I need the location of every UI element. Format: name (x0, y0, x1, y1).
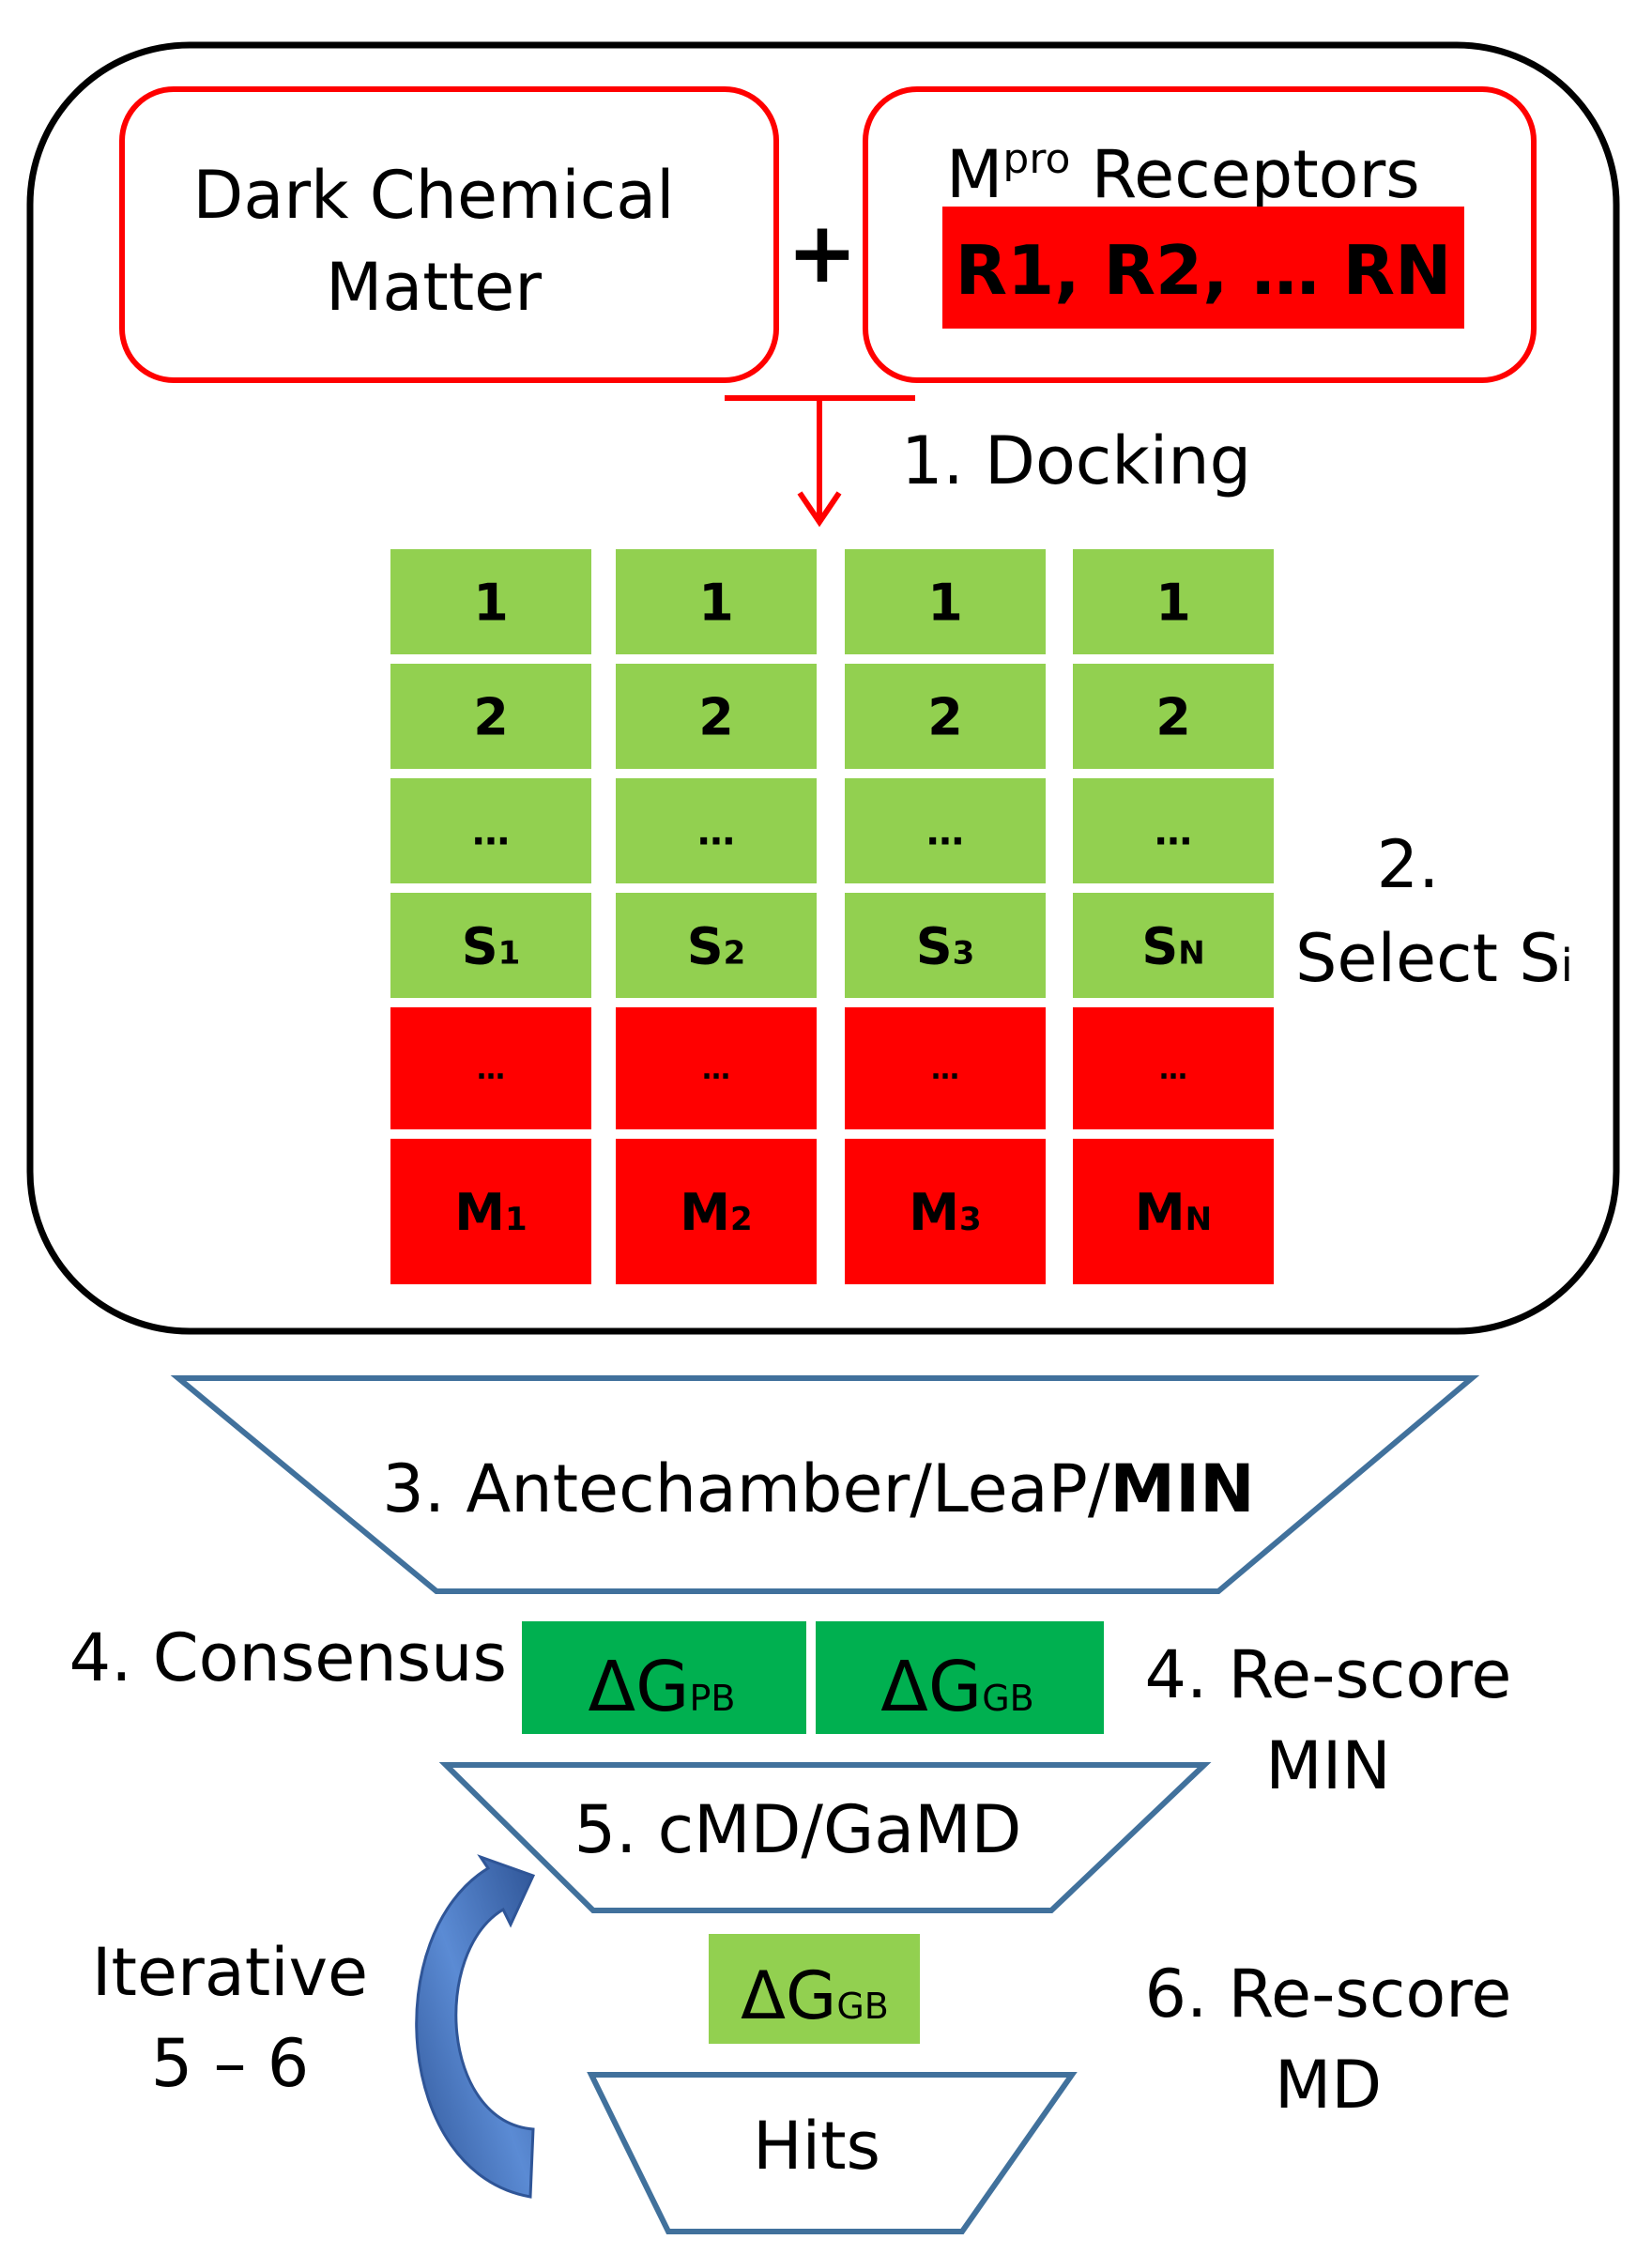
grid-col4-cell-ellipsis-bottom: … (1159, 1053, 1187, 1086)
grid-col2-cell-rank2: 2 (698, 687, 734, 746)
step1-label: 1. Docking (901, 422, 1251, 499)
grid-col4-cell-rank2: 2 (1155, 687, 1191, 746)
step5-label: 5. cMD/GaMD (574, 1791, 1022, 1868)
iterative-arrow (415, 1854, 536, 2199)
grid-col3-cell-rank2-bg (845, 664, 1046, 769)
grid-col4-cell-rank1: 1 (1155, 573, 1191, 632)
grid-col3-cell-rank2: 2 (927, 687, 963, 746)
grid-col4-cell-ellipsis-bottom-bg (1073, 1007, 1274, 1129)
grid-col4-cell-select-bg (1073, 893, 1274, 998)
step4-right-line2: MIN (1265, 1727, 1390, 1804)
grid-col1-cell-select-bg (390, 893, 591, 998)
funnel-stage3 (170, 1375, 1480, 1594)
grid-col3-cell-ellipsis-top-bg (845, 778, 1046, 883)
grid-col2-cell-ellipsis-top: … (697, 810, 735, 853)
funnel-hits (587, 2072, 1078, 2234)
plus-sign: + (787, 204, 857, 302)
dcm-line2: Matter (326, 249, 542, 326)
grid-col3-cell-ellipsis-bottom: … (931, 1053, 959, 1086)
grid-col2-cell-select: S2 (687, 916, 746, 975)
grid-col1-cell-last-bg (390, 1139, 591, 1284)
grid-col4-cell-ellipsis-top: … (1155, 810, 1192, 853)
step4-right-line1: 4. Re-score (1145, 1636, 1512, 1713)
grid-col1-cell-rank1: 1 (473, 573, 509, 632)
grid-col2-cell-last-bg (616, 1139, 817, 1284)
score-grid: 1 2 … S1 … M1 1 2 … S2 … M2 1 2 … S3 … M3 1 2 … SN … MN (390, 549, 1274, 1284)
grid-col1-cell-ellipsis-bottom: … (477, 1053, 505, 1086)
receptors-title: Mpro Receptors (946, 135, 1420, 213)
grid-col2-cell-rank2-bg (616, 664, 817, 769)
step2-line1: 2. (1377, 826, 1440, 903)
iterative-line2: 5 – 6 (151, 2025, 310, 2102)
dark-chemical-matter-box (119, 86, 779, 383)
grid-col1-cell-ellipsis-top-bg (390, 778, 591, 883)
grid-col3-cell-last-bg (845, 1139, 1046, 1284)
grid-col1-cell-ellipsis-bottom-bg (390, 1007, 591, 1129)
grid-col3-cell-ellipsis-top: … (926, 810, 964, 853)
dg-gb-label: ΔGGB (880, 1647, 1033, 1727)
grid-col2-cell-rank1: 1 (698, 573, 734, 632)
step4-left-label: 4. Consensus (69, 1619, 507, 1696)
hits-label: Hits (753, 2108, 880, 2185)
grid-col4-cell-rank2-bg (1073, 664, 1274, 769)
grid-col1-cell-select: S1 (462, 916, 521, 975)
grid-col4-cell-rank1-bg (1073, 549, 1274, 654)
grid-col3-cell-rank1: 1 (927, 573, 963, 632)
receptors-list-bar (942, 207, 1464, 329)
dg-gb2-box (709, 1934, 920, 2044)
grid-col2-cell-last: M2 (680, 1183, 752, 1242)
dg-pb-label: ΔGPB (589, 1647, 736, 1727)
grid-col1-cell-rank2-bg (390, 664, 591, 769)
grid-col4-cell-last-bg (1073, 1139, 1274, 1284)
step6-line1: 6. Re-score (1145, 1956, 1512, 2033)
grid-col1-cell-rank2: 2 (473, 687, 509, 746)
grid-col3-cell-last: M3 (909, 1183, 981, 1242)
grid-col4-cell-ellipsis-top-bg (1073, 778, 1274, 883)
grid-col4-cell-select: SN (1141, 916, 1204, 975)
grid-col3-cell-rank1-bg (845, 549, 1046, 654)
grid-col4-cell-last: MN (1135, 1183, 1212, 1242)
dg-pb-box (522, 1621, 806, 1734)
grid-col3-cell-select-bg (845, 893, 1046, 998)
funnel-stage5 (438, 1762, 1212, 1913)
grid-col2-cell-rank1-bg (616, 549, 817, 654)
receptors-list: R1, R2, … RN (956, 231, 1452, 310)
grid-col1-cell-last: M1 (454, 1183, 527, 1242)
step6-line2: MD (1275, 2047, 1382, 2124)
grid-col3-cell-ellipsis-bottom-bg (845, 1007, 1046, 1129)
grid-col1-cell-rank1-bg (390, 549, 591, 654)
grid-col2-cell-select-bg (616, 893, 817, 998)
dg-gb-box (816, 1621, 1104, 1734)
step2-line2: Select Si (1295, 920, 1573, 997)
grid-col2-cell-ellipsis-bottom-bg (616, 1007, 817, 1129)
iterative-line1: Iterative (92, 1934, 368, 2011)
dg-gb2-label: ΔGGB (741, 1957, 889, 2034)
docking-arrow-head (797, 491, 842, 528)
grid-col1-cell-ellipsis-top: … (472, 810, 510, 853)
grid-col2-cell-ellipsis-top-bg (616, 778, 817, 883)
step3-label: 3. Antechamber/LeaP/MIN (382, 1450, 1254, 1527)
grid-col2-cell-ellipsis-bottom: … (702, 1053, 730, 1086)
dcm-line1: Dark Chemical (192, 157, 674, 234)
grid-col3-cell-select: S3 (916, 916, 975, 975)
